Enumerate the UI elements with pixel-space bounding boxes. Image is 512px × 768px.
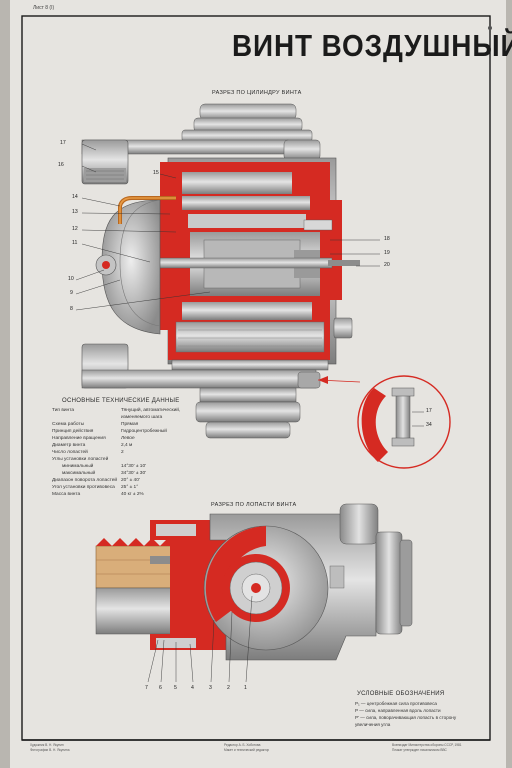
callout-label: 12 [72,226,78,232]
spec-label: Диаметр винта [52,443,86,448]
callout-label: 19 [384,250,390,256]
callout-label: 7 [145,685,148,691]
callout-label: 11 [72,240,78,246]
spec-value: Прямая [121,422,139,427]
spec-value: Гидроцентробежный [121,429,167,434]
footer-credit: Макет и технический редактор [224,748,270,752]
spec-label: Диапазон поворота лопастей [52,478,118,483]
spec-label: Принцип действия [52,429,94,434]
spec-label: Направление вращения [52,436,106,441]
spec-label: Масса винта [52,492,81,497]
spec-value: Левое [121,436,135,441]
footer-credit: Плакат утвержден начальником ВВС [392,748,447,752]
sheet-number: Лист 8 (I) [33,5,55,11]
callout-label: 3 [209,685,212,691]
specs-heading: ОСНОВНЫЕ ТЕХНИЧЕСКИЕ ДАННЫЕ [62,398,180,404]
spec-label: максимальный [62,471,96,476]
callout-label: 14 [72,194,78,200]
bottom-leader-lines [147,595,253,683]
spec-value: 14°30' ± 10' [121,464,147,469]
callout-label: 10 [68,276,74,282]
callout-label: 4 [191,685,194,691]
callout-label: 16 [58,162,64,168]
spec-value: 2 [121,450,124,455]
footer-credit: Редактор А. Б. Хоботова [224,743,261,747]
spec-value: 40 кг ± 2% [121,492,144,497]
callout-label: 9 [70,290,73,296]
spec-label: Число лопастей [52,450,88,455]
spec-label: минимальный [62,464,94,469]
hub-cylinder-section [81,103,360,439]
callout-label: 20 [384,262,390,268]
footer-credit: Фотографии В. Н. Якунина [30,748,70,752]
top-leader-lines [75,143,380,311]
legend-item: P' — сила, поворачивающая лопасть в стор… [355,715,457,720]
poster-title: ВИНТ ВОЗДУШНЫЙ [232,28,512,63]
callout-label: 18 [384,236,390,242]
blade-section [95,503,413,661]
footer-credit: Воениздат Министерства обороны СССР, 198… [392,743,462,747]
detail-magnifier [317,375,451,469]
spec-label: Тип винта [52,408,75,413]
callout-label: 17 [60,140,66,146]
callout-label: 13 [72,209,78,215]
callout-label: 34 [426,422,432,428]
callout-label: 2 [227,685,230,691]
spec-label: Углы установки лопастей [52,457,109,462]
legend-item: P₁ — центробежная сила противовеса [355,701,437,706]
spec-value: Тянущий, автоматический, [121,408,181,413]
callout-label: 8 [70,306,73,312]
callout-label: 15 [153,170,159,176]
callout-label: 6 [159,685,162,691]
bottom-section-label: РАЗРЕЗ ПО ЛОПАСТИ ВИНТА [211,502,297,508]
legend-item: P — сила, направленная вдоль лопасти [355,708,441,713]
spec-label: Угол установки противовеса [52,485,115,490]
callout-label: 1 [244,685,247,691]
footer-credit: Художник В. Н. Якунин [30,743,64,747]
spec-value: 34°30' ± 30' [121,471,147,476]
spec-value: 25° ± 1° [121,485,139,490]
spec-value: 20° ± 40' [121,478,140,483]
top-section-label: РАЗРЕЗ ПО ЦИЛИНДРУ ВИНТА [212,90,302,96]
spec-value: изменяемого шага [121,415,163,420]
spec-label: Схема работы [52,422,85,427]
callout-label: 17 [426,408,432,414]
legend-item: увеличения угла [355,722,391,727]
spec-value: 2,4 м [121,443,133,448]
legend-heading: УСЛОВНЫЕ ОБОЗНАЧЕНИЯ [357,691,445,697]
callout-label: 5 [174,685,177,691]
